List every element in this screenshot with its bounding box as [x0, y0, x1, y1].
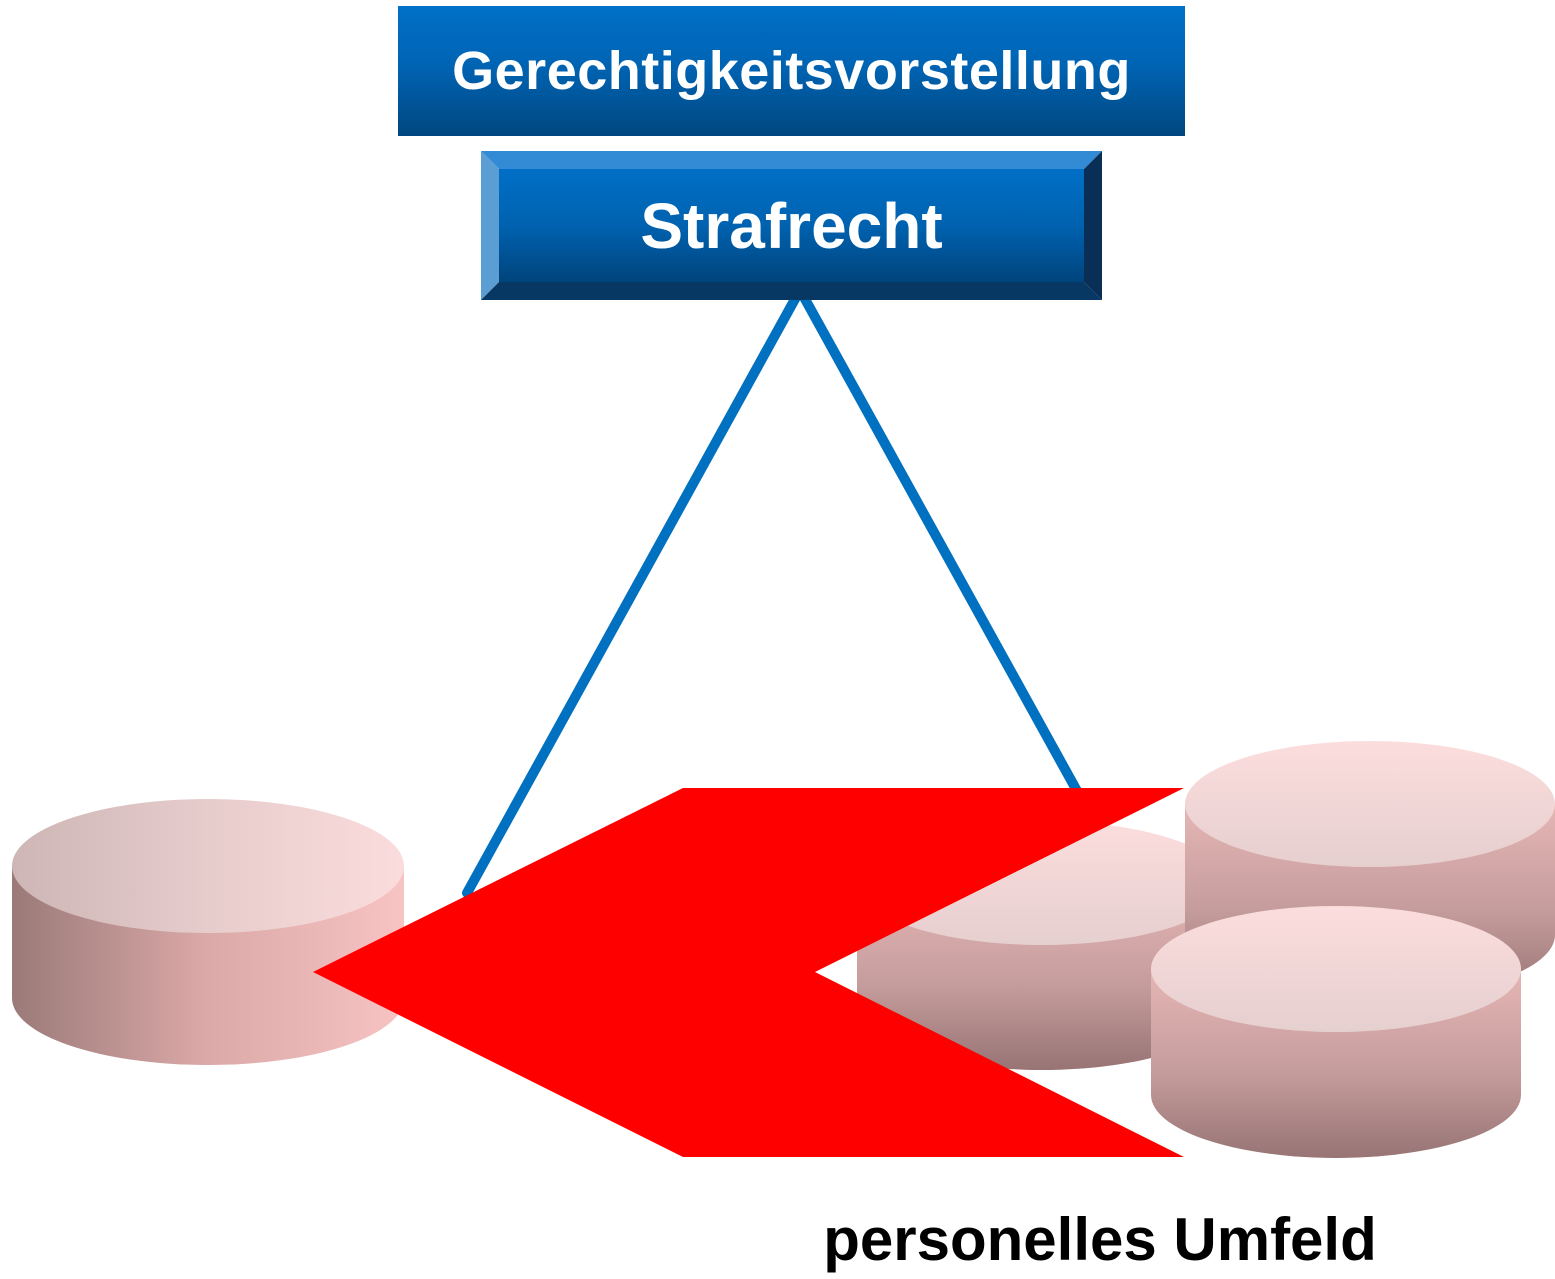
strafrecht-label: Strafrecht	[640, 189, 943, 262]
header-title: Gerechtigkeitsvorstellung	[452, 41, 1131, 101]
red-arrow	[313, 788, 1184, 1157]
cylinder-middle	[857, 821, 1227, 1070]
strafrecht-box: Strafrecht	[481, 151, 1102, 300]
cylinder-left	[12, 799, 404, 1065]
connector-line-left	[462, 285, 805, 898]
connector-line-right	[795, 285, 1087, 805]
header-box: Gerechtigkeitsvorstellung	[398, 6, 1185, 136]
cylinder-bottom-right	[1151, 906, 1521, 1158]
caption-personelles-umfeld: personelles Umfeld	[823, 1206, 1377, 1273]
